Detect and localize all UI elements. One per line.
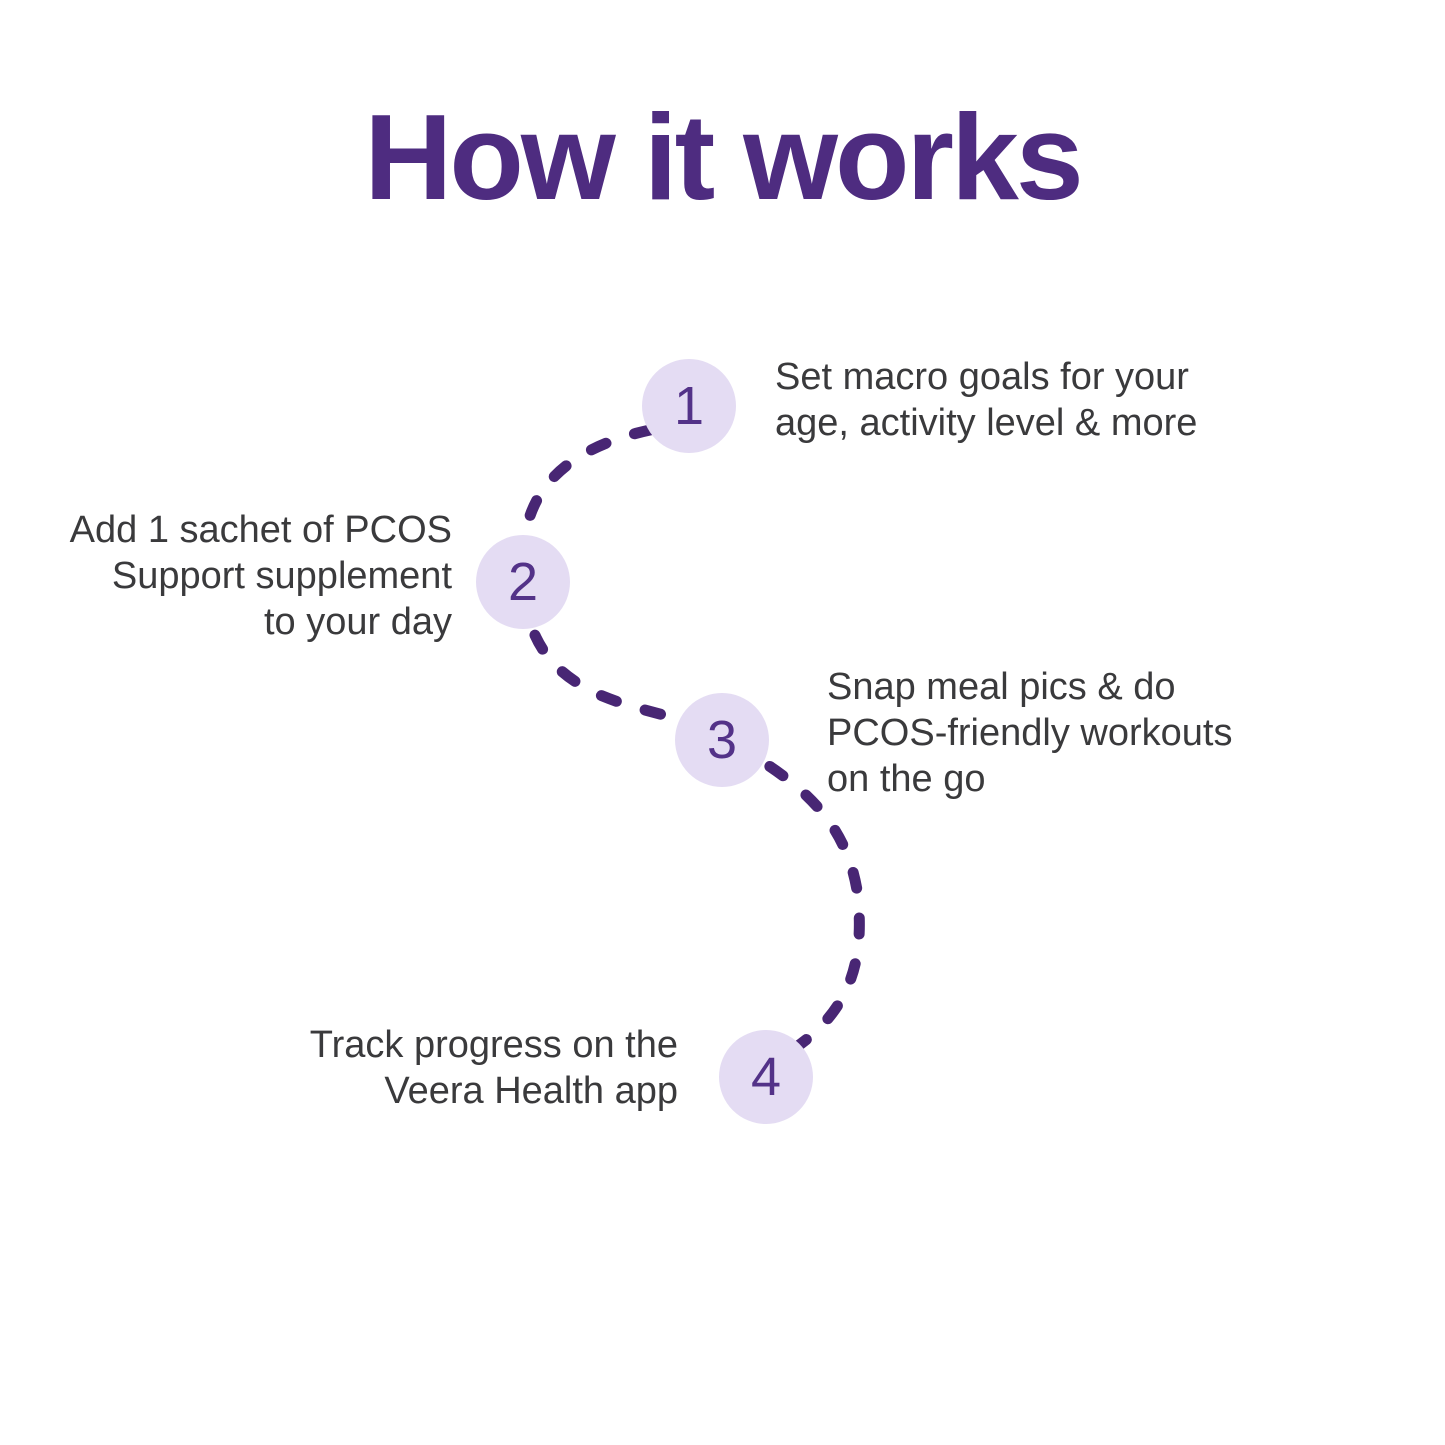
step-3-badge: 3 [675, 693, 769, 787]
step-3-caption: Snap meal pics & do PCOS-friendly workou… [827, 664, 1232, 802]
step-3-caption-line-2: PCOS-friendly workouts [827, 712, 1233, 754]
step-2-caption-line-3: to your day [264, 601, 452, 643]
step-4-badge: 4 [719, 1030, 813, 1124]
step-1-badge: 1 [642, 359, 736, 453]
step-3-caption-line-1: Snap meal pics & do [827, 666, 1176, 708]
step-2-caption: Add 1 sachet of PCOS Support supplement … [70, 507, 452, 645]
step-1-number: 1 [673, 376, 705, 436]
dashed-connector-path [517, 424, 865, 1054]
step-4-caption: Track progress on the Veera Health app [310, 1022, 678, 1114]
step-3-caption-line-3: on the go [827, 758, 986, 800]
step-2-caption-line-1: Add 1 sachet of PCOS [69, 509, 452, 551]
step-1-caption-line-2: age, activity level & more [775, 402, 1198, 444]
step-4-number: 4 [750, 1047, 782, 1107]
step-1-caption-line-1: Set macro goals for your [775, 356, 1189, 398]
step-3-number: 3 [706, 710, 738, 770]
page-title: How it works [364, 89, 1083, 225]
step-2-badge: 2 [476, 535, 570, 629]
step-4-caption-line-2: Veera Health app [384, 1070, 678, 1112]
step-2-caption-line-2: Support supplement [111, 555, 452, 597]
step-2-number: 2 [507, 552, 539, 612]
step-4-caption-line-1: Track progress on the [309, 1024, 678, 1066]
step-1-caption: Set macro goals for your age, activity l… [775, 354, 1197, 446]
